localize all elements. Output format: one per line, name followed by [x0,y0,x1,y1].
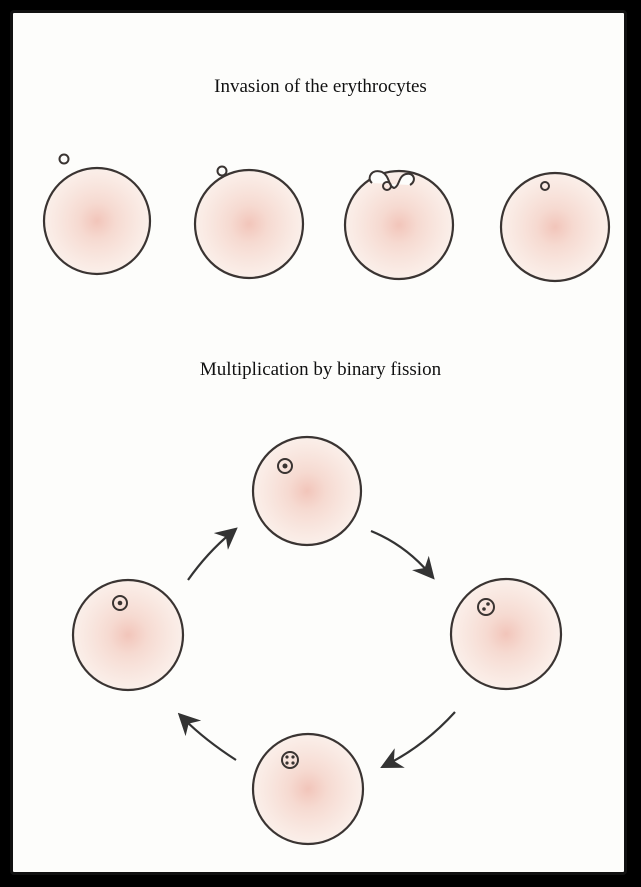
erythrocyte [345,171,453,279]
invasion-stage-1 [44,155,150,275]
parasite [60,155,69,164]
nucleus [482,607,486,611]
fission-cycle [73,437,561,844]
nucleus [486,602,490,606]
arrow-right-to-bottom [388,712,455,764]
erythrocyte [73,580,183,690]
arrow-bottom-to-left [184,719,236,760]
arrow-left-to-top [188,533,231,580]
invasion-stage-3 [345,171,453,279]
fission-stage-right [451,579,561,689]
invasion-row [44,155,609,282]
fission-stage-bottom [253,734,363,844]
nucleus [285,761,288,764]
parasite [218,167,227,176]
erythrocyte [253,437,361,545]
arrow-top-to-right [371,531,429,573]
nucleus [118,601,123,606]
erythrocyte [44,168,150,274]
erythrocyte [451,579,561,689]
fission-stage-top [253,437,361,545]
erythrocyte [501,173,609,281]
erythrocyte [253,734,363,844]
erythrocyte [195,170,303,278]
fission-stage-left [73,580,183,690]
nucleus [291,755,294,758]
nucleus [291,761,294,764]
invasion-stage-4 [501,173,609,281]
nucleus [285,755,288,758]
nucleus [283,464,288,469]
invasion-stage-2 [195,167,303,279]
